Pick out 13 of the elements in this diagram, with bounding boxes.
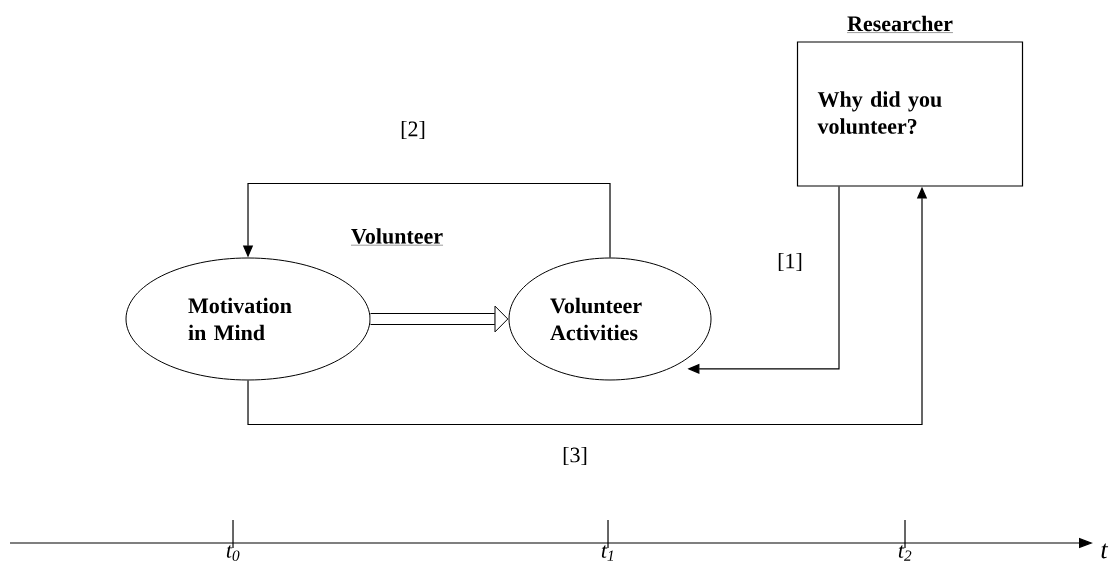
- edge-label: [1]: [778, 252, 802, 272]
- axis-label: t: [1101, 543, 1109, 559]
- tick-label: t$_{0}$: [226, 545, 240, 561]
- question-box: Why did you volunteer?: [796, 41, 1024, 187]
- ellipse-node: Volunteer Activities: [508, 257, 712, 381]
- edge-label: [3]: [563, 446, 587, 466]
- tick-label: t$_{2}$: [898, 545, 912, 561]
- ellipse-node: Motivation in Mind: [125, 257, 371, 381]
- arrow: [370, 305, 509, 333]
- heading: Researcher: [846, 15, 954, 33]
- group-heading: Volunteer: [350, 228, 444, 246]
- edge-label: [2]: [401, 120, 425, 140]
- tick-label: t$_{1}$: [601, 545, 613, 561]
